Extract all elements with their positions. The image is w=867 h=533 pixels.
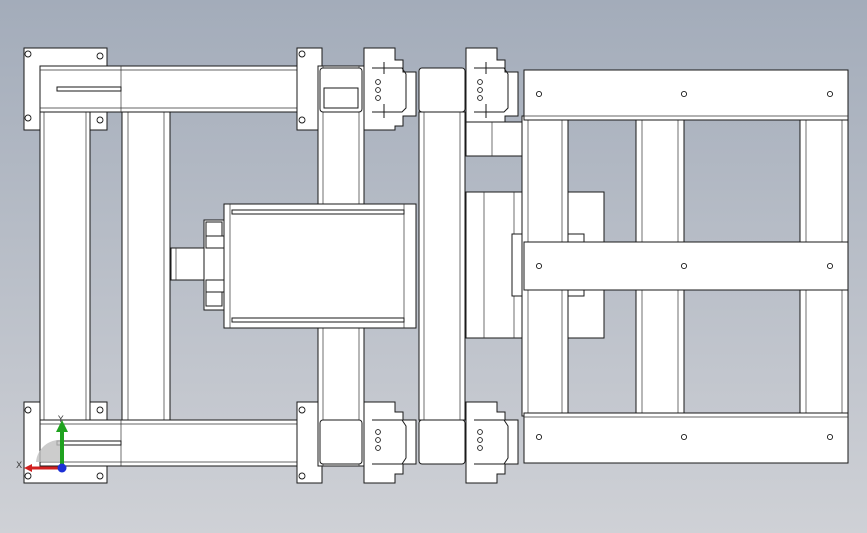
- left-upright-outer: [39, 111, 91, 421]
- top-horizontal-beam: [39, 65, 321, 113]
- motor-body: [223, 203, 417, 329]
- coordinate-triad: Y X: [16, 415, 68, 473]
- left-frame: [23, 47, 321, 484]
- servo-motor: [170, 203, 417, 329]
- bearing-block-bottom-1: [363, 401, 417, 484]
- axis-y-label: Y: [57, 415, 64, 425]
- bearing-block-bottom-2: [465, 401, 519, 484]
- center-upright-cap-top: [418, 67, 466, 113]
- center-upright: [418, 111, 466, 421]
- bearing-block-top-1: [363, 47, 417, 131]
- right-table: [521, 69, 849, 464]
- bearing-blocks: [363, 47, 519, 484]
- left-upright-inner: [121, 111, 171, 421]
- center-upright-cap-bottom: [418, 419, 466, 465]
- axis-x-label: X: [16, 461, 22, 471]
- bearing-block-top-2: [465, 47, 519, 131]
